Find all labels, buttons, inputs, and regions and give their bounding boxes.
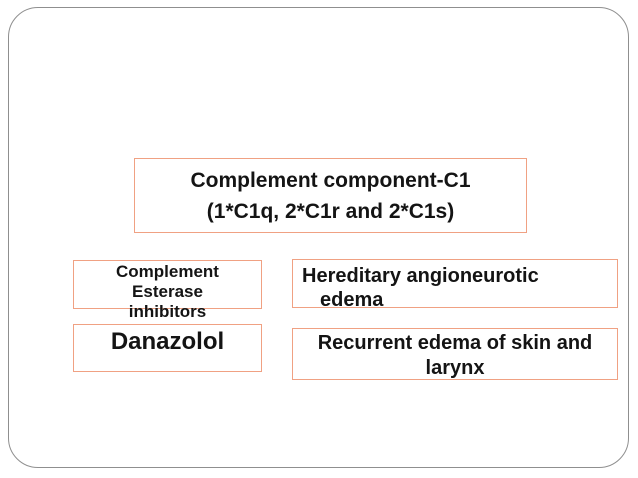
slide-frame (8, 7, 629, 468)
complement-component-box: Complement component-C1 (1*C1q, 2*C1r an… (134, 158, 527, 233)
box-text-line: edema (320, 289, 384, 311)
recurrent-edema-box: Recurrent edema of skin and larynx (292, 328, 618, 380)
box-text-line: (1*C1q, 2*C1r and 2*C1s) (206, 200, 455, 223)
box-text-line: Recurrent edema of skin and (317, 332, 593, 354)
complement-esterase-inhibitors-box: Complement Esterase inhibitors (73, 260, 262, 321)
box-text-line: Esterase (132, 282, 203, 301)
box-text-line: inhibitors (128, 302, 207, 321)
box-text-line: Complement (116, 262, 219, 281)
box-text-line: Danazolol (110, 328, 225, 355)
box-text-line: Hereditary angioneurotic (302, 265, 539, 287)
box-text-line: larynx (425, 357, 485, 379)
hereditary-angioneurotic-edema-box: Hereditary angioneurotic edema (292, 259, 618, 311)
danazolol-box: Danazolol (73, 324, 262, 372)
box-text-line: Complement component-C1 (190, 169, 471, 192)
